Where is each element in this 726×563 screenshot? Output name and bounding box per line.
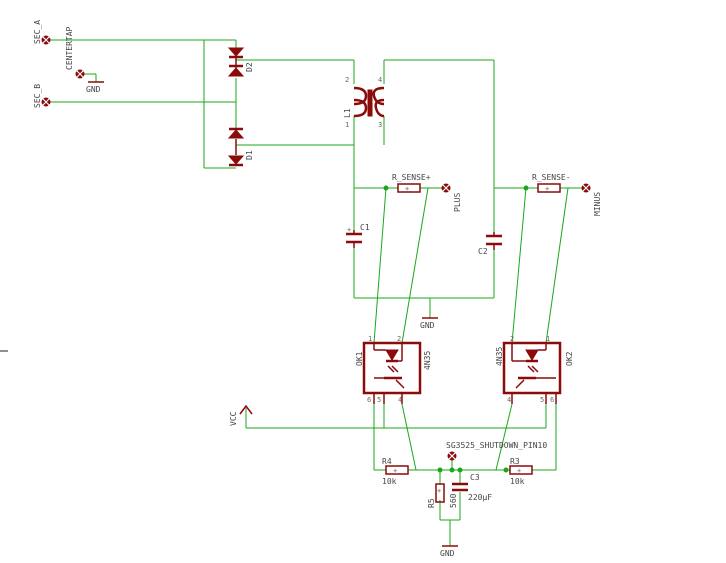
- label-l1-pin4: 4: [378, 76, 382, 84]
- label-r3-value: 10k: [510, 477, 525, 486]
- resistor-r-sense-minus[interactable]: +: [537, 183, 561, 193]
- resistor-r4[interactable]: +: [385, 465, 409, 475]
- label-c2: C2: [478, 247, 488, 256]
- pad-sec-b[interactable]: [41, 97, 51, 107]
- label-r4: R4: [382, 457, 392, 466]
- vcc-arrow-icon: [239, 404, 253, 415]
- label-r5: R5: [427, 498, 436, 508]
- diode-d1[interactable]: [227, 127, 245, 167]
- svg-text:+: +: [347, 226, 351, 234]
- label-ok2-pin6: 6: [550, 396, 554, 404]
- pad-shutdown[interactable]: [447, 451, 457, 461]
- label-r5-value: 560: [449, 493, 458, 508]
- label-ok2-pin1: 1: [546, 335, 550, 343]
- label-c1: C1: [360, 223, 370, 232]
- svg-text:+: +: [517, 467, 521, 475]
- label-ok2-pin5: 5: [540, 396, 544, 404]
- label-ok1-pin1: 1: [368, 335, 372, 343]
- svg-text:+: +: [393, 467, 397, 475]
- pad-minus[interactable]: [581, 183, 591, 193]
- junction-dot: [523, 185, 529, 191]
- pad-centertap[interactable]: [75, 69, 85, 79]
- label-minus: MINUS: [593, 192, 602, 216]
- label-ok2: OK2: [565, 351, 574, 366]
- label-ok1: OK1: [355, 351, 364, 366]
- label-ok1-pin6: 6: [367, 396, 371, 404]
- capacitor-c1[interactable]: +: [346, 226, 362, 248]
- label-d1: D1: [245, 150, 254, 160]
- label-l1-pin1: 1: [345, 121, 349, 129]
- label-l1: L1: [343, 108, 352, 118]
- inductor-l1[interactable]: [353, 86, 385, 118]
- pad-sec-a[interactable]: [41, 35, 51, 45]
- label-r-sense-plus: R_SENSE+: [392, 173, 431, 182]
- junctions: [383, 185, 529, 473]
- capacitor-c2[interactable]: [486, 232, 502, 250]
- svg-text:+: +: [545, 185, 549, 193]
- label-sec-a: SEC_A: [33, 20, 42, 44]
- optocoupler-ok1[interactable]: [362, 341, 422, 404]
- label-gnd-top: GND: [86, 85, 101, 94]
- label-c3: C3: [470, 473, 480, 482]
- svg-text:+: +: [437, 487, 441, 495]
- resistor-r-sense-plus[interactable]: +: [397, 183, 421, 193]
- resistor-r3[interactable]: +: [509, 465, 533, 475]
- label-c3-value: 220µF: [468, 493, 492, 502]
- svg-text:+: +: [405, 185, 409, 193]
- label-ok2-part: 4N35: [495, 347, 504, 366]
- label-ok1-pin4: 4: [398, 396, 402, 404]
- label-gnd-mid: GND: [420, 321, 435, 330]
- pad-plus[interactable]: [441, 183, 451, 193]
- junction-dot: [383, 185, 389, 191]
- optocoupler-ok2[interactable]: [502, 341, 562, 404]
- label-r-sense-minus: R_SENSE-: [532, 173, 571, 182]
- label-r3: R3: [510, 457, 520, 466]
- label-centertap: CENTERTAP: [65, 26, 74, 70]
- label-r4-value: 10k: [382, 477, 397, 486]
- label-ok1-part: 4N35: [423, 351, 432, 370]
- label-d2: D2: [245, 62, 254, 72]
- label-l1-pin3: 3: [378, 121, 382, 129]
- label-vcc: VCC: [229, 411, 238, 426]
- junction-dot: [449, 467, 455, 473]
- junction-dot: [457, 467, 463, 473]
- label-shutdown: SG3525_SHUTDOWN_PIN10: [446, 441, 547, 450]
- label-ok1-pin5: 5: [377, 396, 381, 404]
- label-sec-b: SEC_B: [33, 84, 42, 108]
- label-plus: PLUS: [453, 193, 462, 212]
- label-ok1-pin2: 2: [397, 335, 401, 343]
- label-gnd-bottom: GND: [440, 549, 455, 558]
- wires: [46, 39, 586, 546]
- label-l1-pin2: 2: [345, 76, 349, 84]
- label-ok2-pin2: 2: [510, 335, 514, 343]
- resistor-r5[interactable]: +: [435, 483, 445, 503]
- junction-dot: [503, 467, 509, 473]
- label-ok2-pin4: 4: [507, 396, 511, 404]
- junction-dot: [437, 467, 443, 473]
- diode-d2[interactable]: [227, 47, 245, 77]
- capacitor-c3[interactable]: [452, 482, 468, 492]
